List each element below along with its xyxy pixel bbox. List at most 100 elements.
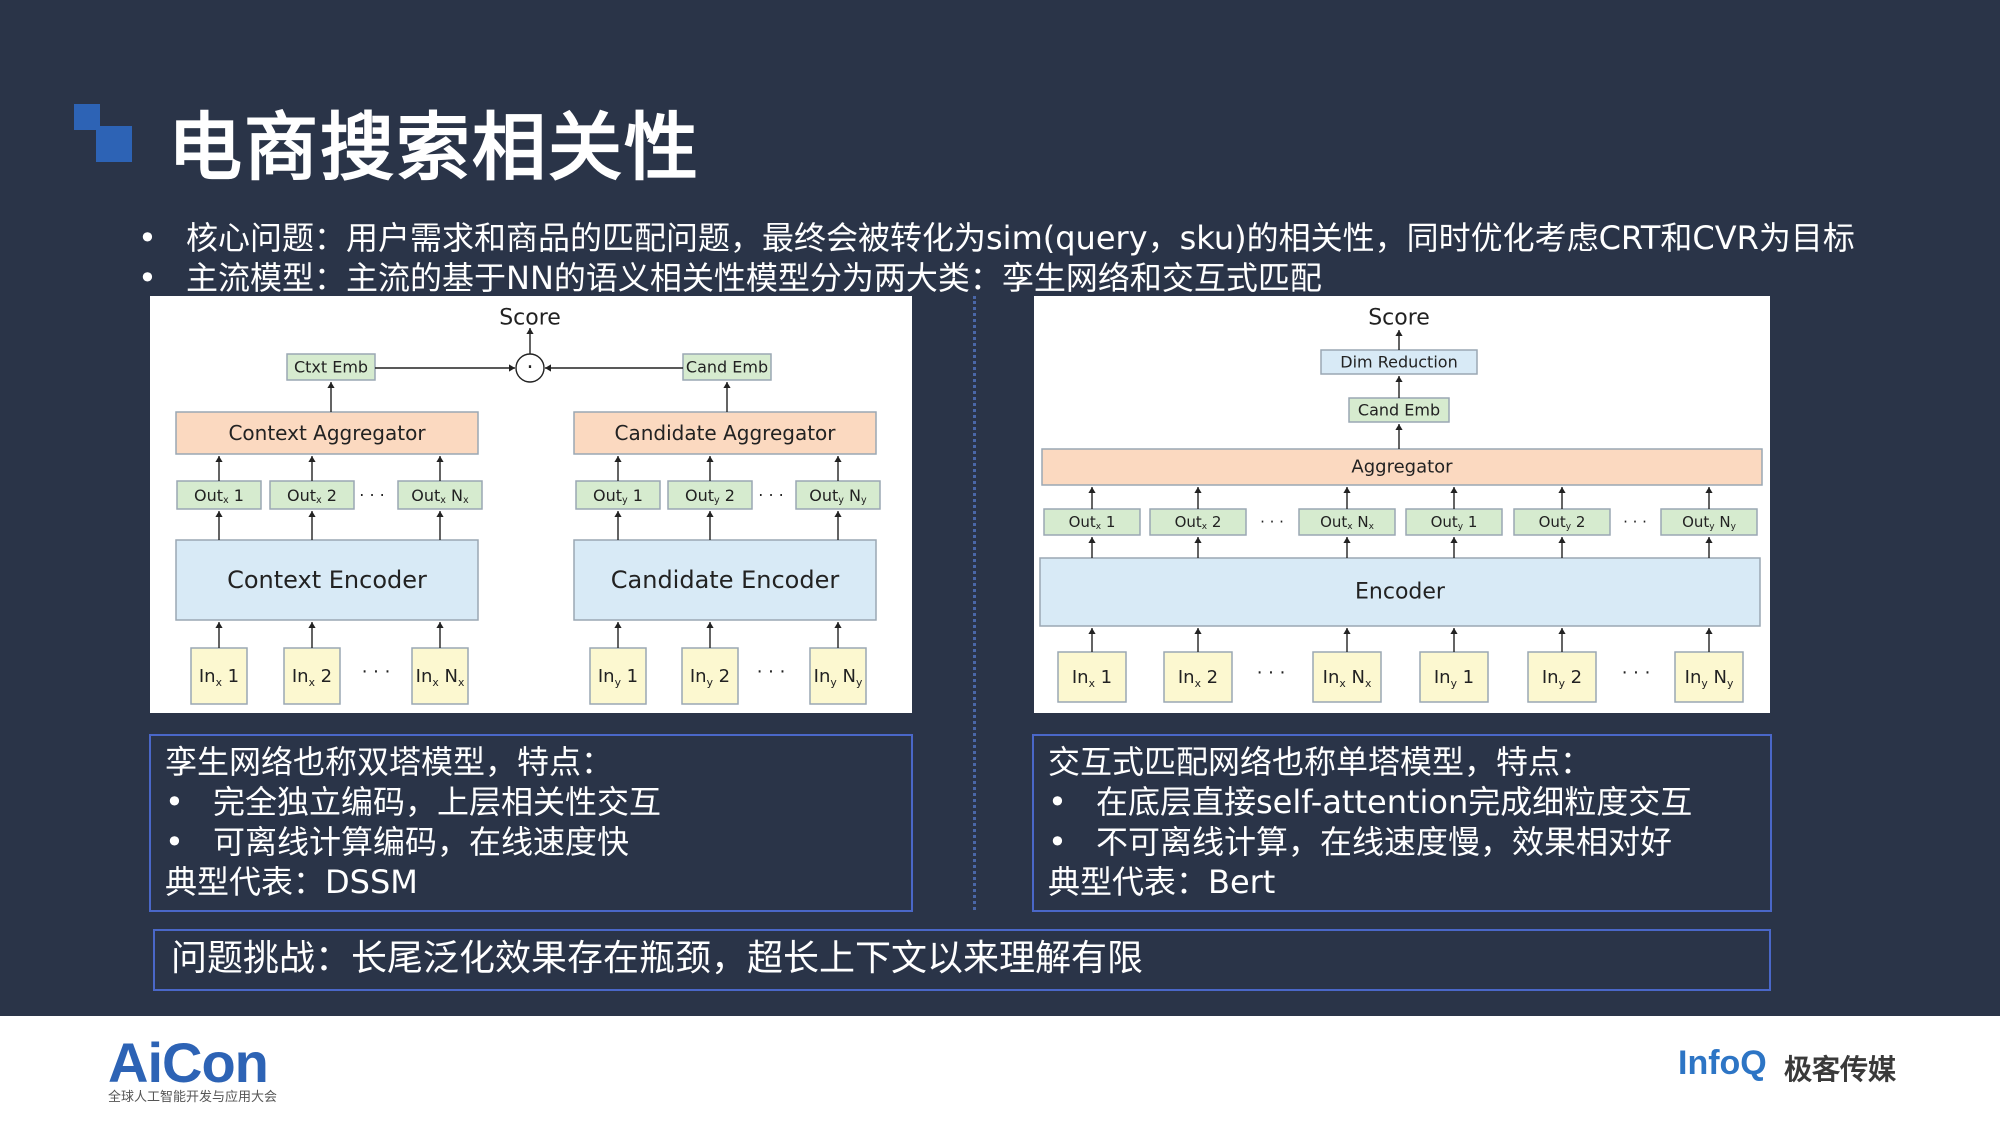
infoq-logo: InfoQ — [1678, 1044, 1767, 1082]
out-ellipsis-x: · · · — [1260, 513, 1284, 531]
cand-emb-box — [682, 353, 772, 381]
ctx-out-label-1: Outx 1 — [194, 486, 244, 507]
cand-in-label-1: Iny 1 — [598, 666, 638, 690]
out-label-4: Outy 1 — [1431, 513, 1478, 532]
cand-arrow-enc-out-3-head — [834, 511, 842, 517]
arrow-dot-to-score-head — [526, 328, 534, 334]
interactive-features-box: 交互式匹配网络也称单塔模型，特点： •在底层直接self-attention完成… — [1032, 734, 1772, 912]
siamese-representative: 典型代表：DSSM — [165, 863, 418, 901]
interactive-item-1: •在底层直接self-attention完成细粒度交互 — [1048, 783, 1693, 821]
ctx-in-ellipsis: · · · — [362, 662, 391, 683]
out-label-1: Outx 1 — [1069, 513, 1116, 532]
ctx-arrow-enc-out-3-head — [436, 511, 444, 517]
cand-arrow-enc-out-2-head — [706, 511, 714, 517]
arrow-cand-to-dot-head — [545, 364, 551, 372]
arrow-ctxt-to-dot-head — [509, 364, 515, 372]
out-box-2 — [1149, 508, 1247, 536]
score-label: Score — [1368, 306, 1430, 331]
ctx-arrow-out-agg-3-head — [436, 456, 444, 462]
arrow-out-agg-2-head — [1194, 487, 1202, 493]
dim-reduction-label: Dim Reduction — [1340, 353, 1457, 372]
arrow-out-agg-4-head — [1450, 487, 1458, 493]
arrow-enc-out-6-head — [1705, 537, 1713, 543]
ctx-out-box-3 — [397, 480, 483, 510]
out-label-3: Outx Nx — [1320, 513, 1375, 532]
aicon-logo: AiCon — [108, 1031, 269, 1094]
in-label-3: Inx Nx — [1323, 667, 1372, 691]
candidate-aggregator-label: Candidate Aggregator — [614, 421, 836, 445]
aicon-subtitle: 全球人工智能开发与应用大会 — [108, 1090, 278, 1105]
dim-reduction-box — [1320, 349, 1478, 375]
cand-out-label-3: Outy Ny — [809, 486, 867, 507]
ctx-arrow-out-agg-1-head — [215, 456, 223, 462]
ctx-out-label-2: Outx 2 — [287, 486, 337, 507]
bullet-mainstream-models: •主流模型：主流的基于NN的语义相关性模型分为两大类：孪生网络和交互式匹配 — [138, 259, 1322, 297]
cand-in-ellipsis: · · · — [757, 662, 786, 683]
candidate-aggregator-box — [573, 411, 877, 455]
in-box-5 — [1527, 651, 1597, 703]
arrow-in-enc-3-head — [1343, 628, 1351, 634]
column-divider — [973, 296, 976, 910]
encoder-label: Encoder — [1355, 580, 1446, 605]
cand-in-box-3 — [809, 647, 867, 705]
dot-product-symbol: · — [527, 356, 534, 381]
ctx-in-label-2: Inx 2 — [292, 666, 332, 690]
footer: AiCon 全球人工智能开发与应用大会 InfoQ 极客传媒 — [0, 1016, 2000, 1125]
cand-emb-label: Cand Emb — [1358, 401, 1440, 420]
ctx-in-box-1 — [190, 647, 248, 705]
aggregator-label: Aggregator — [1351, 457, 1453, 478]
candidate-encoder-box — [573, 539, 877, 621]
out-label-6: Outy Ny — [1682, 513, 1737, 532]
arrow-dim-to-score-head — [1395, 330, 1403, 336]
in-box-2 — [1163, 651, 1233, 703]
arrow-out-agg-5-head — [1558, 487, 1566, 493]
cand-arrow-in-enc-1-head — [614, 622, 622, 628]
siamese-heading: 孪生网络也称双塔模型，特点： — [165, 743, 614, 781]
ctx-arrow-in-enc-3-head — [436, 622, 444, 628]
context-encoder-label: Context Encoder — [227, 566, 427, 594]
arrow-out-agg-6-head — [1705, 487, 1713, 493]
ctx-in-box-3 — [411, 647, 469, 705]
out-box-3 — [1298, 508, 1396, 536]
ctxt-emb-box — [286, 353, 376, 381]
in-ellipsis-y: · · · — [1622, 663, 1651, 684]
cand-arrow-out-agg-3-head — [834, 456, 842, 462]
arrow-out-agg-3-head — [1343, 487, 1351, 493]
ctx-arrow-enc-out-1-head — [215, 511, 223, 517]
geek-media-logo: 极客传媒 — [1784, 1053, 1897, 1086]
cand-arrow-out-agg-1-head — [614, 456, 622, 462]
bullet-core-problem: •核心问题：用户需求和商品的匹配问题，最终会被转化为sim(query，sku)… — [138, 219, 1855, 257]
cand-in-label-3: Iny Ny — [814, 666, 863, 690]
out-ellipsis-y: · · · — [1623, 513, 1647, 531]
arrow-emb-to-dim-head — [1395, 376, 1403, 382]
cand-in-label-2: Iny 2 — [690, 666, 730, 690]
out-box-6 — [1660, 508, 1758, 536]
arrow-in-enc-4-head — [1450, 628, 1458, 634]
page-title: 电商搜索相关性 — [168, 105, 700, 191]
siamese-item-1: •完全独立编码，上层相关性交互 — [165, 783, 662, 821]
cand-arrow-in-enc-3-head — [834, 622, 842, 628]
cand-out-ellipsis: · · · — [758, 486, 783, 505]
cand-arrow-enc-out-1-head — [614, 511, 622, 517]
interactive-heading: 交互式匹配网络也称单塔模型，特点： — [1048, 743, 1593, 781]
out-label-5: Outy 2 — [1539, 513, 1586, 532]
in-label-5: Iny 2 — [1542, 667, 1582, 691]
in-box-6 — [1674, 651, 1744, 703]
encoder-box — [1039, 557, 1761, 627]
arrow-enc-out-2-head — [1194, 537, 1202, 543]
context-aggregator-box — [175, 411, 479, 455]
in-label-2: Inx 2 — [1178, 667, 1218, 691]
ctx-arrow-in-enc-2-head — [308, 622, 316, 628]
in-label-1: Inx 1 — [1072, 667, 1112, 691]
candidate-encoder-label: Candidate Encoder — [611, 566, 840, 594]
interactive-representative: 典型代表：Bert — [1048, 863, 1276, 901]
siamese-item-2: •可离线计算编码，在线速度快 — [165, 823, 630, 861]
out-box-4 — [1405, 508, 1503, 536]
arrow-in-enc-5-head — [1558, 628, 1566, 634]
arrow-cand-agg-to-emb-head — [723, 382, 731, 388]
cand-arrow-out-agg-2-head — [706, 456, 714, 462]
out-label-2: Outx 2 — [1175, 513, 1222, 532]
arrow-ctx-agg-to-emb-head — [327, 382, 335, 388]
